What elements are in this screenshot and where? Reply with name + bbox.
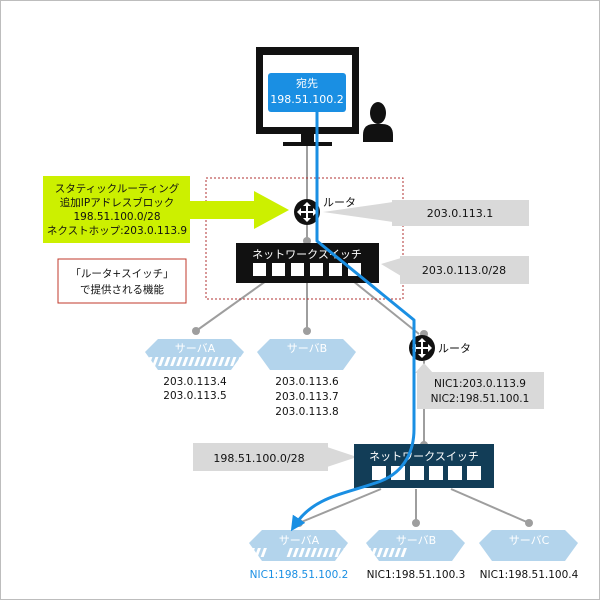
switch2-to-bottom-server-c-line [450,488,530,524]
server-top-b-name: サーバB [287,342,327,355]
server-bottom-c-nic: NIC1:198.51.100.4 [480,569,579,581]
router-top-ip: 203.0.113.1 [427,207,493,220]
callout-line-1: スタティックルーティング [55,182,180,195]
switch-bottom-net: 198.51.100.0/28 [213,452,304,465]
switch-to-server-a-line [195,280,267,332]
router-icon-top [294,199,320,225]
route-path-arrow [290,112,416,532]
switch-bottom-net-label [193,443,357,471]
service-note-line-2: で提供される機能 [80,283,164,296]
router-top-ip-label [323,200,529,226]
server-top-b-ip-3: 203.0.113.8 [275,406,338,418]
network-switch-bottom [354,444,494,488]
service-note-line-1: 「ルータ+スイッチ」 [70,268,173,280]
monitor-title: 宛先 [296,76,318,90]
person-icon [363,102,393,142]
server-bottom-a-name: サーバA [279,534,320,547]
network-switch-top [236,243,379,283]
monitor-icon [256,47,359,146]
server-bottom-c [286,530,578,561]
server-bottom-a [56,530,348,561]
switch2-to-bottom-server-a-line [298,488,382,524]
static-routing-callout [43,176,289,243]
router-bottom-nic-2: NIC2:198.51.100.1 [431,393,530,405]
switch-top-net: 203.0.113.0/28 [422,264,506,277]
router-bottom-nic-1: NIC1:203.0.113.9 [434,378,526,390]
switch-top-label: ネットワークスイッチ [252,248,362,261]
server-top-b-ip-1: 203.0.113.6 [275,376,339,388]
monitor-ip: 198.51.100.2 [270,93,343,106]
callout-line-4: ネクストホップ:203.0.113.9 [47,225,187,237]
server-top-a-ip-2: 203.0.113.5 [163,390,226,402]
service-area-box [205,177,404,300]
server-top-b-ip-2: 203.0.113.7 [275,391,338,403]
server-top-a-name: サーバA [175,342,216,355]
router-bottom-label: ルータ [438,342,471,355]
server-bottom-c-name: サーバC [509,534,550,547]
callout-line-2: 追加IPアドレスブロック [60,196,174,209]
server-top-a-ip-1: 203.0.113.4 [163,376,227,388]
server-top-a [22,339,244,370]
switch-top-net-label [381,256,529,284]
switch-bottom-label: ネットワークスイッチ [369,450,479,463]
router-bottom-nic-label [415,363,544,409]
callout-line-3: 198.51.100.0/28 [73,211,160,223]
switch-to-router2-line [352,280,420,335]
server-bottom-a-nic: NIC1:198.51.100.2 [250,569,349,581]
server-bottom-b-name: サーバB [396,534,436,547]
server-top-b [134,339,356,370]
service-note-box [57,258,187,304]
router-top-label: ルータ [323,196,356,209]
server-bottom-b-nic: NIC1:198.51.100.3 [367,569,466,581]
